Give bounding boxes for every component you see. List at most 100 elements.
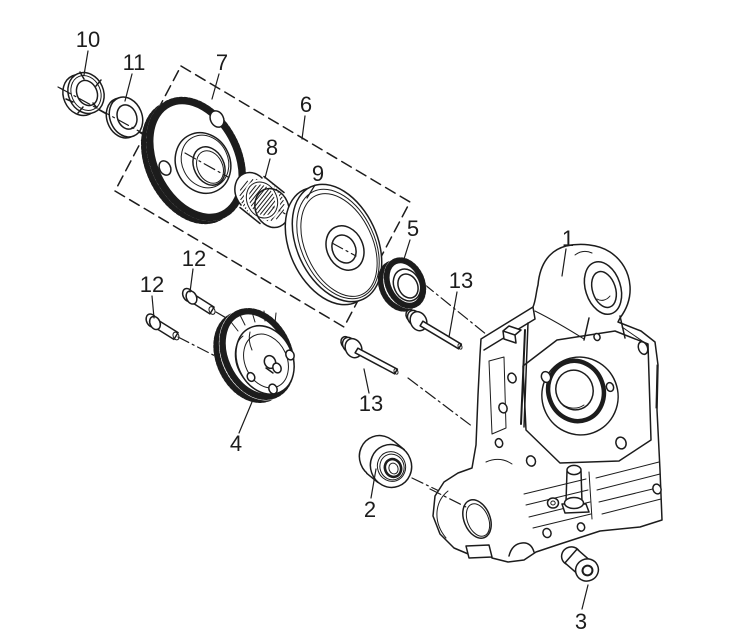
left-face-recess bbox=[488, 356, 507, 435]
needle-bearing-cage bbox=[234, 171, 290, 229]
ball-bearing bbox=[358, 434, 413, 489]
leader-line bbox=[403, 239, 411, 260]
callout-2: 2 bbox=[364, 468, 377, 522]
leader-line bbox=[370, 468, 377, 499]
cage-silhouette-lines bbox=[239, 175, 285, 225]
pin-head bbox=[185, 290, 198, 305]
part-number-label: 7 bbox=[216, 50, 228, 75]
bottom-cooling-ribs bbox=[523, 461, 662, 529]
pump-plate-inner-ring bbox=[243, 333, 289, 389]
bolt-tip bbox=[393, 368, 399, 375]
bolt-tip bbox=[457, 343, 463, 350]
leader-line bbox=[306, 184, 316, 199]
right-edge-inner-line bbox=[655, 364, 658, 409]
pin-head bbox=[148, 315, 162, 331]
leader-line bbox=[189, 268, 194, 293]
leader-line bbox=[301, 115, 306, 140]
needle-roller bbox=[239, 180, 249, 191]
mount-hole-inner bbox=[465, 503, 491, 537]
bottom-flange-holes bbox=[542, 483, 662, 539]
boss-bore-depth-arc bbox=[596, 295, 611, 301]
gear-teeth bbox=[145, 96, 247, 222]
dowel-pin-upper bbox=[181, 287, 216, 315]
oil-pump-gear bbox=[213, 307, 296, 403]
gear-hub-face bbox=[180, 134, 230, 189]
part-number-label: 12 bbox=[140, 272, 164, 297]
callout-9: 9 bbox=[306, 161, 324, 199]
pinion-bore bbox=[397, 273, 419, 299]
bushing-hole bbox=[581, 564, 594, 577]
bottom-arch bbox=[508, 542, 535, 557]
dowel-pin-lower bbox=[145, 313, 180, 341]
lock-washer bbox=[105, 96, 144, 139]
axis-over-gear-bore bbox=[184, 152, 229, 178]
bushing-flange bbox=[574, 558, 600, 582]
part-number-label: 2 bbox=[364, 497, 376, 522]
plate-hole bbox=[268, 383, 278, 395]
axis-over-nut-washer bbox=[59, 87, 147, 136]
part-number-label: 12 bbox=[182, 246, 206, 271]
part-number-label: 1 bbox=[562, 226, 574, 251]
plate-slot-lines bbox=[230, 310, 277, 332]
bolt-shaft bbox=[354, 347, 399, 375]
bearing-outer-race bbox=[376, 451, 407, 482]
interior-web-curve bbox=[485, 458, 513, 465]
bolt-shaft bbox=[419, 320, 463, 350]
small-boss bbox=[546, 497, 560, 509]
locknut bbox=[62, 71, 105, 117]
leader-line bbox=[561, 248, 567, 277]
part-number-label: 6 bbox=[300, 92, 312, 117]
internal-stud bbox=[561, 464, 590, 514]
part-number-label: 8 bbox=[266, 135, 278, 160]
callout-13: 13 bbox=[359, 368, 383, 416]
callout-10: 10 bbox=[76, 27, 100, 76]
callout-5: 5 bbox=[403, 216, 419, 260]
bore-flange-face bbox=[522, 330, 652, 464]
pin-tip bbox=[172, 331, 180, 341]
center-axis-overlays bbox=[59, 87, 469, 509]
leader-line bbox=[238, 401, 253, 434]
cage-front-rim bbox=[254, 187, 290, 229]
flange-bolt-lower bbox=[340, 335, 399, 375]
plate-hole bbox=[285, 349, 295, 361]
needle-roller bbox=[275, 209, 285, 220]
gear-root-circle bbox=[152, 103, 240, 215]
top-lug-boss bbox=[502, 325, 522, 344]
bushing bbox=[560, 546, 600, 582]
part-number-label: 10 bbox=[76, 27, 100, 52]
nut-face-ring bbox=[70, 75, 102, 111]
main-bore-depth-arc bbox=[559, 401, 585, 409]
part-number-label: 11 bbox=[123, 50, 146, 75]
callout-3: 3 bbox=[575, 584, 589, 634]
leader-line bbox=[581, 584, 589, 610]
gear-lightening-hole bbox=[209, 110, 225, 128]
washer-bore bbox=[116, 104, 138, 130]
callout-12: 12 bbox=[182, 246, 206, 293]
main-bore-hole bbox=[555, 369, 594, 411]
leader-line bbox=[448, 291, 458, 338]
front-face-holes bbox=[494, 372, 537, 467]
axis-pin-upper bbox=[215, 311, 253, 334]
nut-castellation-notches bbox=[65, 71, 102, 114]
callout-13: 13 bbox=[448, 268, 473, 338]
pin-tip bbox=[208, 306, 216, 315]
leader-line bbox=[151, 295, 155, 319]
disc-center-ring bbox=[325, 225, 365, 271]
axis-over-mount bbox=[429, 488, 469, 509]
callout-4: 4 bbox=[230, 401, 253, 456]
disc-rim-step1 bbox=[296, 188, 380, 300]
axis-pin-lower bbox=[177, 336, 224, 361]
assembly-group-dashed-box bbox=[114, 65, 411, 328]
mount-foot-tab bbox=[465, 544, 493, 559]
leader-line bbox=[211, 73, 220, 100]
callout-11: 11 bbox=[123, 50, 146, 102]
boss-top-ridge bbox=[574, 250, 593, 256]
axis-bolt-to-case bbox=[407, 377, 474, 428]
governor-weight-arcs bbox=[234, 331, 253, 377]
callout-12: 12 bbox=[140, 272, 164, 319]
small-boss-hole bbox=[550, 500, 556, 506]
part-number-label: 13 bbox=[449, 268, 473, 293]
leader-line bbox=[264, 158, 271, 179]
